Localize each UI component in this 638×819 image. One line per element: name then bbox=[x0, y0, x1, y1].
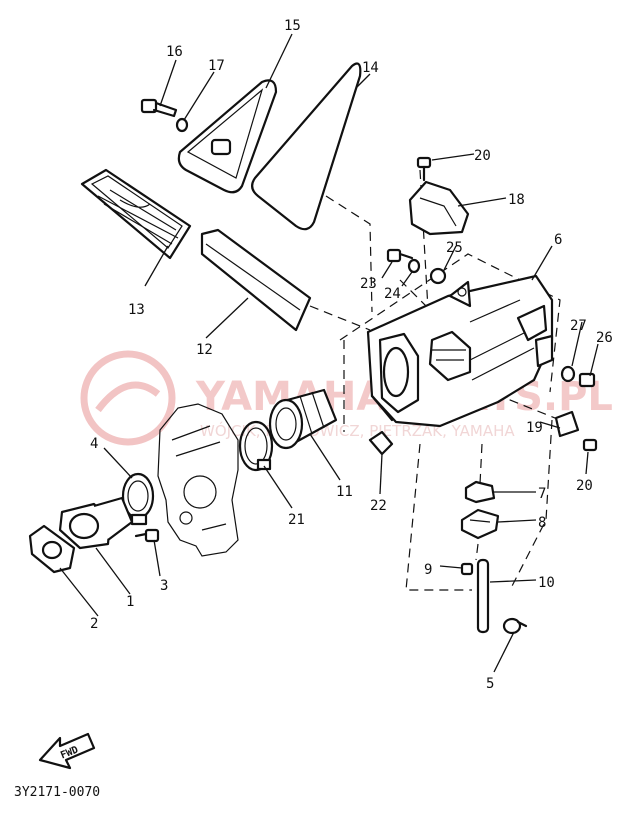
callout-5: 5 bbox=[486, 676, 494, 692]
callout-20-top: 20 bbox=[474, 148, 491, 164]
part-9-screw bbox=[460, 562, 474, 576]
callout-4: 4 bbox=[90, 436, 98, 452]
part-12-filter-element bbox=[200, 228, 312, 332]
callout-12: 12 bbox=[196, 342, 213, 358]
part-24-washer bbox=[407, 258, 421, 274]
part-10-drain-hose bbox=[476, 558, 490, 634]
part-13-element-frame bbox=[80, 168, 192, 260]
callout-6: 6 bbox=[554, 232, 562, 248]
part-5-hose-clamp bbox=[502, 617, 528, 635]
part-11-joint bbox=[268, 388, 338, 450]
part-4-clamp bbox=[121, 472, 155, 526]
part-23-bolt bbox=[386, 248, 414, 263]
callout-26: 26 bbox=[596, 330, 613, 346]
diagram-code: 3Y2171-0070 bbox=[14, 785, 100, 800]
callout-16: 16 bbox=[166, 44, 183, 60]
callout-19: 19 bbox=[526, 420, 543, 436]
callout-17: 17 bbox=[208, 58, 225, 74]
part-17-washer bbox=[175, 117, 189, 133]
part-21-clamp bbox=[238, 420, 274, 472]
part-8-drain-fitting bbox=[460, 508, 500, 540]
part-6-air-box bbox=[366, 274, 554, 428]
callout-15: 15 bbox=[284, 18, 301, 34]
fwd-arrow-icon: FWD bbox=[38, 732, 96, 770]
callout-10: 10 bbox=[538, 575, 555, 591]
part-25-collar bbox=[429, 267, 447, 285]
callouts: 1 2 3 4 5 6 7 8 9 10 11 12 13 14 15 16 1… bbox=[90, 18, 613, 692]
part-27-washer bbox=[560, 365, 576, 383]
callout-13: 13 bbox=[128, 302, 145, 318]
engine-block-outline bbox=[157, 403, 239, 557]
callout-27: 27 bbox=[570, 318, 587, 334]
callout-20-right: 20 bbox=[576, 478, 593, 494]
part-14-seal bbox=[251, 62, 362, 231]
part-26-bolt bbox=[578, 372, 596, 388]
part-20-screw-right bbox=[582, 438, 598, 452]
callout-7: 7 bbox=[538, 486, 546, 502]
callout-18: 18 bbox=[508, 192, 525, 208]
part-3-screw bbox=[134, 528, 160, 543]
part-15-cover bbox=[177, 79, 278, 194]
part-2-gasket bbox=[28, 524, 76, 574]
callout-11: 11 bbox=[336, 484, 353, 500]
callout-23: 23 bbox=[360, 276, 377, 292]
part-16-bolt bbox=[140, 98, 178, 118]
callout-8: 8 bbox=[538, 515, 546, 531]
callout-2: 2 bbox=[90, 616, 98, 632]
watermark-subtext: WÓJCIK, PIETROWICZ, PIETRZAK, YAMAHA bbox=[200, 421, 515, 440]
leader-lines bbox=[59, 33, 599, 673]
callout-14: 14 bbox=[362, 60, 379, 76]
part-19-bracket bbox=[554, 410, 580, 438]
callout-25: 25 bbox=[446, 240, 463, 256]
callout-24: 24 bbox=[384, 286, 401, 302]
callout-21: 21 bbox=[288, 512, 305, 528]
callout-22: 22 bbox=[370, 498, 387, 514]
callout-9: 9 bbox=[424, 562, 432, 578]
callout-1: 1 bbox=[126, 594, 134, 610]
part-1-carb-joint bbox=[58, 496, 134, 550]
part-20-screw-top bbox=[416, 156, 432, 182]
part-18-breather-cap bbox=[408, 180, 470, 236]
part-22-damper bbox=[368, 430, 394, 456]
callout-3: 3 bbox=[160, 578, 168, 594]
part-7-cap bbox=[464, 480, 496, 504]
